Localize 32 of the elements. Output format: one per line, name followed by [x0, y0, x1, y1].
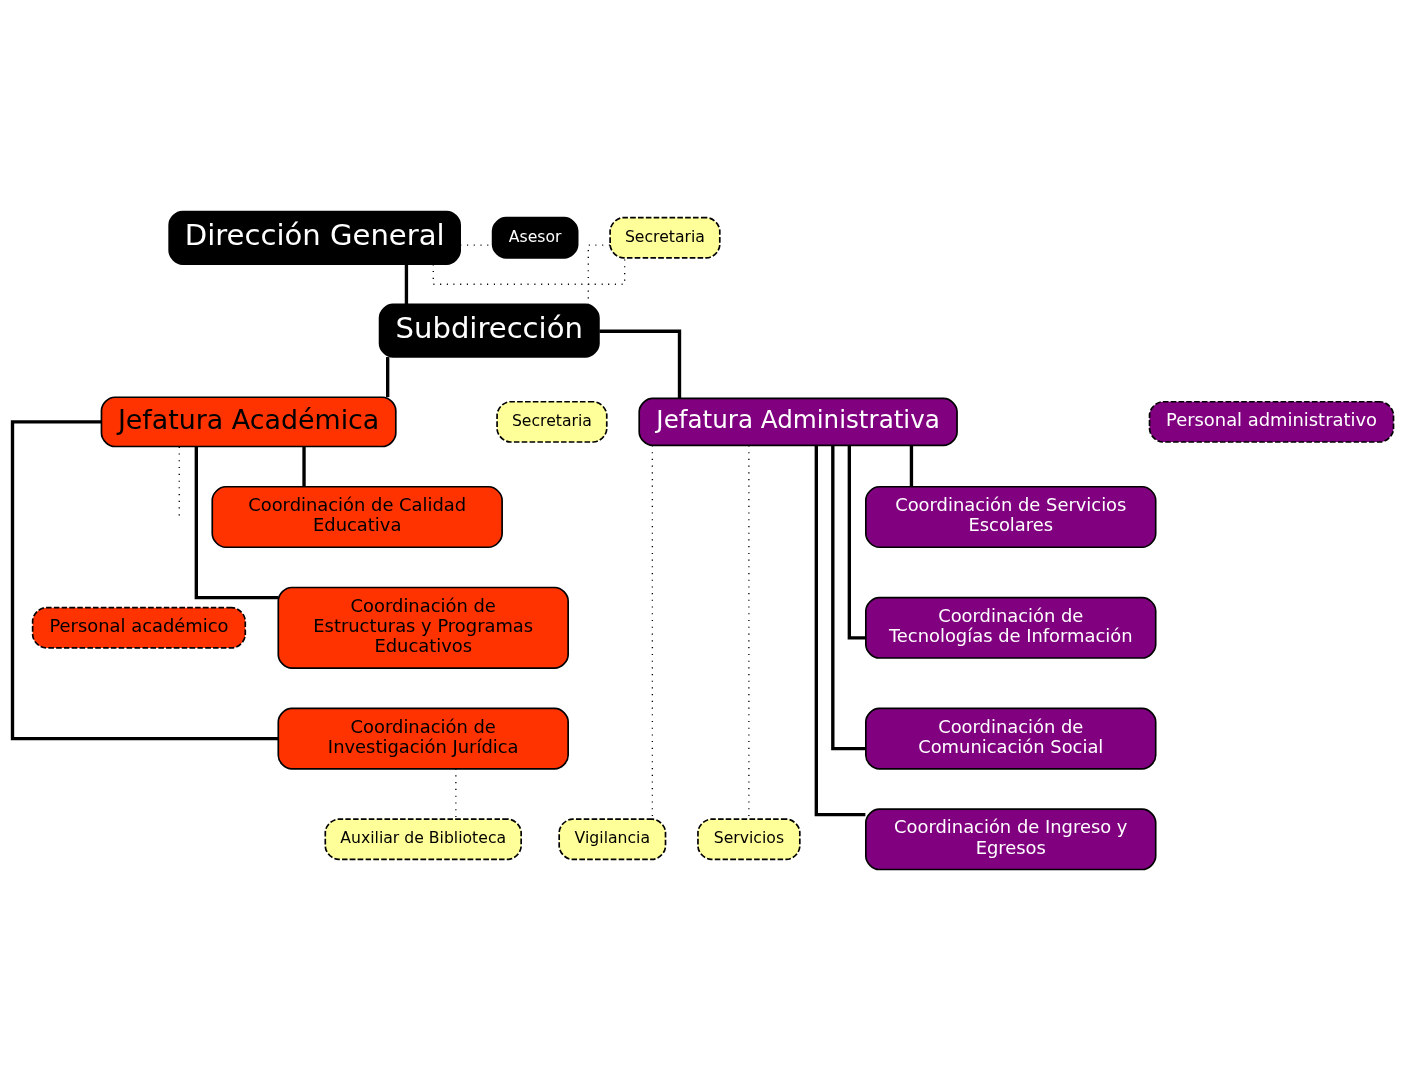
- connector: [599, 329, 682, 398]
- node-box: Dirección General: [168, 210, 461, 265]
- connector: [194, 446, 279, 599]
- node-box: Subdirección: [378, 303, 600, 358]
- node-box: Secretaria: [496, 400, 608, 443]
- connector: [847, 444, 866, 640]
- node-box: Auxiliar de Biblioteca: [324, 817, 522, 860]
- node-box: Servicios: [697, 817, 801, 860]
- node-box: Jefatura Académica: [100, 395, 397, 447]
- connector: [814, 445, 866, 816]
- connector: [10, 419, 279, 740]
- node-box: Coordinación de Comunicación Social: [865, 707, 1157, 770]
- connector: [831, 445, 866, 750]
- node-box: Personal administrativo: [1148, 400, 1395, 443]
- connector: [909, 444, 914, 487]
- node-box: Coordinación de Servicios Escolares: [865, 485, 1157, 548]
- node-box: Coordinación de Tecnologías de Información: [865, 596, 1157, 659]
- node-box: Coordinación de Investigación Jurídica: [277, 707, 569, 770]
- connector: [386, 356, 390, 397]
- connector: [404, 263, 409, 304]
- node-box: Coordinación de Estructuras y Programas Educativos: [277, 586, 569, 669]
- node-box: Secretaria: [609, 216, 721, 259]
- connector: [302, 446, 306, 487]
- connector: [178, 445, 180, 517]
- node-box: Coordinación de Calidad Educativa: [211, 485, 503, 548]
- node-box: Vigilancia: [558, 817, 667, 860]
- connector: [455, 767, 457, 820]
- node-box: Personal académico: [31, 606, 247, 649]
- node-box: Asesor: [491, 216, 579, 259]
- node-box: Jefatura Administrativa: [638, 397, 958, 446]
- connector: [432, 257, 626, 285]
- node-box: Coordinación de Ingreso y Egresos: [865, 807, 1157, 870]
